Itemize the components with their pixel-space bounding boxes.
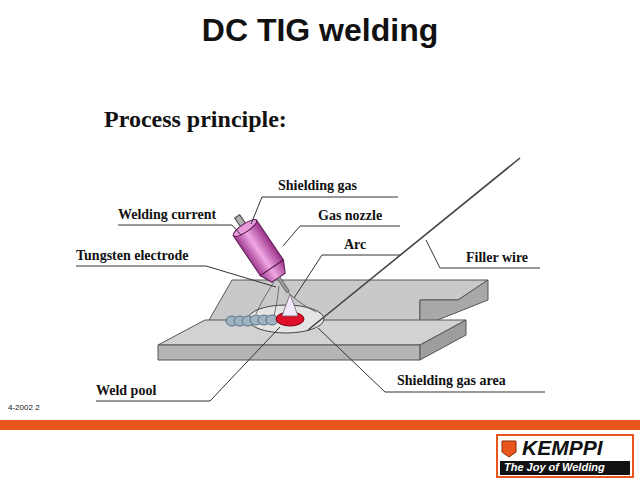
subtitle: Process principle: [104, 106, 287, 134]
part-label: Shielding gas area [397, 373, 506, 389]
front-plate-edge [158, 345, 420, 360]
logo-slogan: The Joy of Welding [504, 461, 605, 474]
logo-text: KEMPPI [522, 436, 603, 460]
part-label: Tungsten electrode [76, 248, 188, 264]
part-label: Arc [344, 237, 366, 253]
torch [226, 209, 300, 300]
page-title: DC TIG welding [0, 12, 640, 49]
logo-frame [497, 435, 633, 477]
logo-strip [500, 461, 630, 475]
weld-bead [226, 315, 278, 326]
part-label: Gas nozzle [318, 208, 382, 224]
leader-lines [76, 197, 545, 401]
part-label: Weld pool [96, 383, 156, 399]
footer-band [0, 420, 640, 430]
part-label: Filler wire [466, 250, 528, 266]
part-label: Welding current [118, 207, 216, 223]
arc [282, 294, 298, 316]
front-plate-side [420, 320, 466, 360]
slide-number: 4-2002 2 [8, 403, 40, 412]
part-label: Shielding gas [278, 178, 357, 194]
logo-icon [502, 441, 516, 457]
